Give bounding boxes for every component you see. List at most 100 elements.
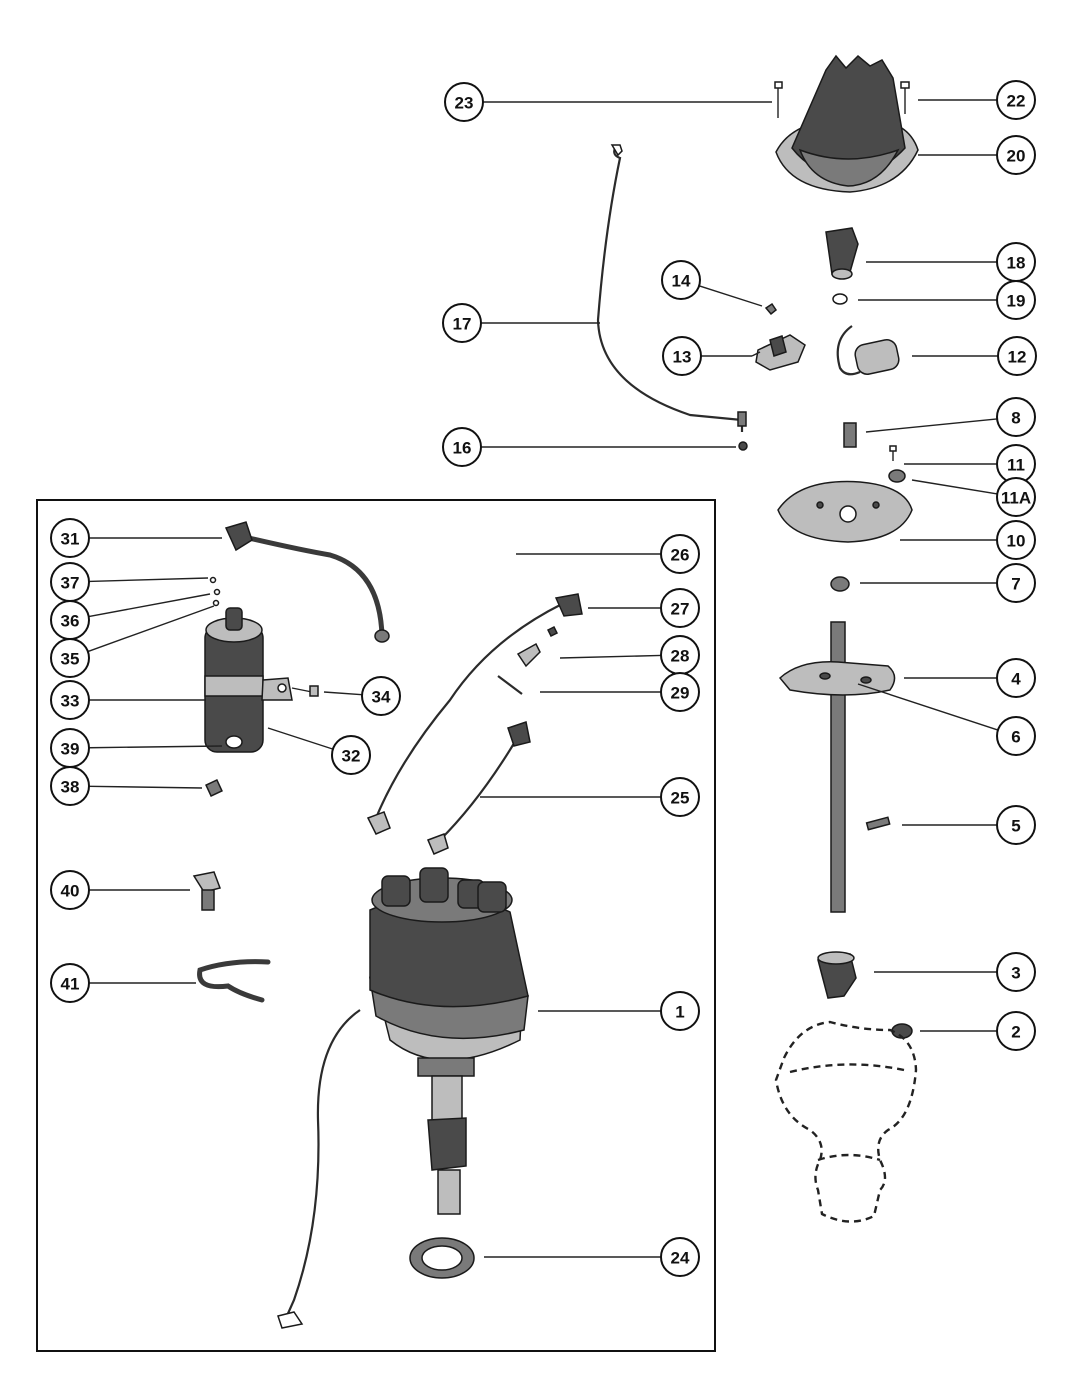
callout-41: 41 — [50, 963, 90, 1003]
callout-7: 7 — [996, 563, 1036, 603]
engine-block-outline — [774, 1020, 918, 1223]
callout-number: 29 — [671, 684, 690, 703]
screw-icon — [889, 445, 897, 461]
callout-25: 25 — [660, 777, 700, 817]
boot-icon — [516, 642, 541, 668]
roll-pin-icon — [865, 816, 891, 831]
leader-line — [911, 479, 998, 495]
nut-icon — [209, 576, 217, 584]
callout-36: 36 — [50, 600, 90, 640]
callout-1: 1 — [660, 991, 700, 1031]
callout-number: 41 — [61, 975, 80, 994]
callout-34: 34 — [361, 676, 401, 716]
callout-number: 34 — [372, 688, 391, 707]
callout-circle — [50, 518, 90, 558]
callout-circle — [996, 563, 1036, 603]
leader-line — [88, 593, 211, 618]
callout-number: 32 — [342, 747, 361, 766]
callout-circle — [997, 336, 1037, 376]
callout-number: 13 — [673, 348, 692, 367]
drive-gear-icon — [817, 951, 857, 999]
callout-number: 40 — [61, 882, 80, 901]
gasket-icon — [409, 1237, 475, 1279]
callout-number: 31 — [61, 530, 80, 549]
callout-number: 20 — [1007, 147, 1026, 166]
callout-number: 3 — [1011, 964, 1020, 983]
ignition-coil-icon — [204, 607, 293, 753]
hold-down-clamp-icon — [197, 959, 271, 1003]
callout-number: 37 — [61, 574, 80, 593]
callout-circle — [661, 260, 701, 300]
callout-circle — [442, 427, 482, 467]
callout-39: 39 — [50, 728, 90, 768]
callout-circle — [996, 80, 1036, 120]
bolt-icon — [192, 871, 221, 911]
callout-circle — [361, 676, 401, 716]
leader-line — [87, 605, 215, 653]
washer-icon — [213, 588, 221, 596]
breaker-plate-icon — [777, 480, 913, 543]
callout-5: 5 — [996, 805, 1036, 845]
callout-6: 6 — [996, 716, 1036, 756]
callout-number: 10 — [1007, 532, 1026, 551]
callout-number: 38 — [61, 778, 80, 797]
coil-wire-icon — [427, 721, 531, 855]
callout-number: 19 — [1007, 292, 1026, 311]
callout-number: 8 — [1011, 409, 1020, 428]
callout-number: 2 — [1011, 1023, 1020, 1042]
callout-number: 39 — [61, 740, 80, 759]
callout-circle — [50, 638, 90, 678]
callout-number: 6 — [1011, 728, 1020, 747]
distributor-shaft-icon — [778, 621, 896, 913]
callout-number: 28 — [671, 647, 690, 666]
callout-12: 12 — [997, 336, 1037, 376]
callout-11a: 11A — [996, 477, 1036, 517]
callout-circle — [996, 1011, 1036, 1051]
breaker-points-icon — [751, 334, 806, 371]
callout-circle — [660, 777, 700, 817]
callout-38: 38 — [50, 766, 90, 806]
callout-33: 33 — [50, 680, 90, 720]
callout-40: 40 — [50, 870, 90, 910]
callout-circle — [444, 82, 484, 122]
callout-number: 25 — [671, 789, 690, 808]
callout-number: 12 — [1008, 348, 1027, 367]
leader-line — [88, 745, 223, 749]
callout-number: 17 — [453, 315, 472, 334]
o-ring-icon — [832, 293, 848, 305]
felt-wick-icon — [843, 422, 857, 448]
callout-circle — [996, 520, 1036, 560]
callout-number: 33 — [61, 692, 80, 711]
callout-circle — [660, 1237, 700, 1277]
callout-circle — [50, 870, 90, 910]
condenser-icon — [836, 325, 900, 376]
callout-circle — [996, 716, 1036, 756]
callout-number: 24 — [671, 1249, 690, 1268]
leader-line — [865, 418, 998, 433]
callout-26: 26 — [660, 534, 700, 574]
callout-24: 24 — [660, 1237, 700, 1277]
callout-circle — [996, 658, 1036, 698]
callout-number: 16 — [453, 439, 472, 458]
screw-icon — [764, 302, 778, 316]
cap-screw-icon — [900, 81, 910, 114]
leader-line — [698, 285, 763, 307]
leader-line — [857, 683, 999, 731]
washer-icon — [888, 469, 906, 483]
leader-line — [267, 727, 334, 750]
callout-13: 13 — [662, 336, 702, 376]
callout-16: 16 — [442, 427, 482, 467]
callout-18: 18 — [996, 242, 1036, 282]
callout-circle — [331, 735, 371, 775]
callout-number: 4 — [1011, 670, 1021, 689]
callout-number: 23 — [455, 94, 474, 113]
distributor-cap-icon — [775, 54, 919, 193]
leader-line — [88, 785, 203, 789]
callout-32: 32 — [331, 735, 371, 775]
leader-line — [559, 654, 662, 659]
callout-number: 11 — [1007, 456, 1025, 475]
callout-35: 35 — [50, 638, 90, 678]
callout-number: 27 — [671, 600, 690, 619]
